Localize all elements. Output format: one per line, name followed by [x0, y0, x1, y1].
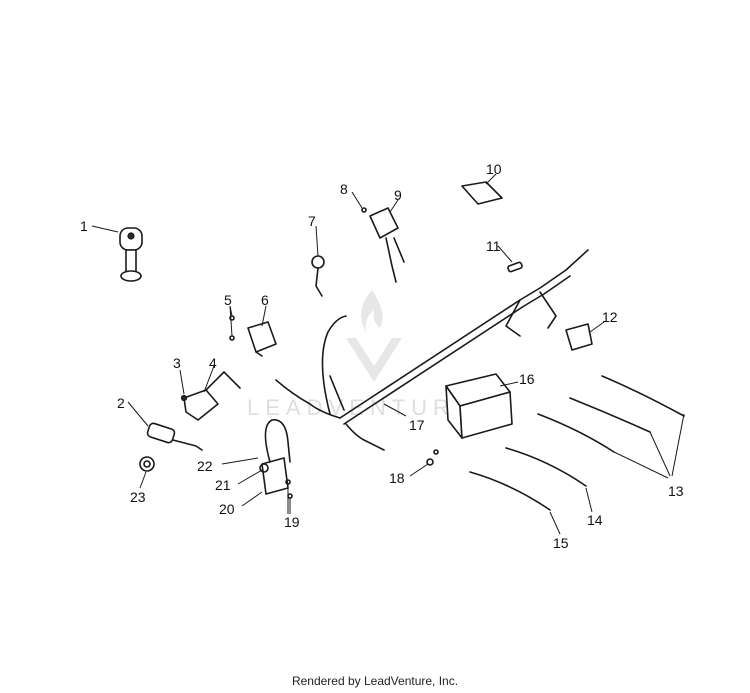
callout-6: 6: [261, 292, 269, 308]
callout-9: 9: [394, 187, 402, 203]
callout-18: 18: [389, 470, 405, 486]
part-9-cdi-box: [361, 207, 405, 283]
callout-5: 5: [224, 292, 232, 308]
part-18-fastener: [426, 449, 439, 466]
part-20-ignition-coil: [259, 419, 291, 495]
watermark-flame-icon: [361, 290, 383, 332]
callout-23: 23: [130, 489, 146, 505]
part-11-fuse: [507, 261, 523, 273]
part-10-pad: [461, 181, 503, 205]
callout-13: 13: [668, 483, 684, 499]
part-1-ignition-switch: [119, 227, 143, 282]
callout-3: 3: [173, 355, 181, 371]
leader-lines: [91, 173, 685, 535]
callout-19: 19: [284, 514, 300, 530]
callout-12: 12: [602, 309, 618, 325]
callout-17: 17: [409, 417, 425, 433]
part-16-battery: [445, 373, 513, 439]
callout-10: 10: [486, 161, 502, 177]
part-15-strap: [469, 471, 551, 511]
callout-21: 21: [215, 477, 231, 493]
callout-14: 14: [587, 512, 603, 528]
callout-15: 15: [553, 535, 569, 551]
part-6-module: [229, 315, 277, 357]
callout-4: 4: [209, 355, 217, 371]
part-12-relay: [565, 323, 593, 351]
callout-11: 11: [486, 238, 501, 254]
callout-16: 16: [519, 371, 535, 387]
watermark-text: LEADVENTURE: [247, 395, 476, 420]
callout-20: 20: [219, 501, 235, 517]
callout-8: 8: [340, 181, 348, 197]
part-23-grommet: [139, 456, 155, 472]
part-2-switch: [146, 422, 203, 451]
callout-1: 1: [80, 218, 88, 234]
callout-2: 2: [117, 395, 125, 411]
part-7-sensor: [311, 255, 325, 297]
callouts: 1 2 3 4 5 6 7 8 9 10 11 12 13 14 15 16 1…: [80, 161, 684, 551]
callout-7: 7: [308, 213, 316, 229]
callout-22: 22: [197, 458, 213, 474]
watermark: LEADVENTURE: [247, 290, 476, 420]
part-4-relay: [180, 371, 241, 421]
part-14-strap: [505, 447, 587, 487]
part-13-cable-ties: [537, 375, 685, 453]
watermark-v-icon: [346, 338, 402, 382]
footer-credit: Rendered by LeadVenture, Inc.: [291, 674, 459, 688]
part-17-wiring-harness: [275, 249, 589, 451]
